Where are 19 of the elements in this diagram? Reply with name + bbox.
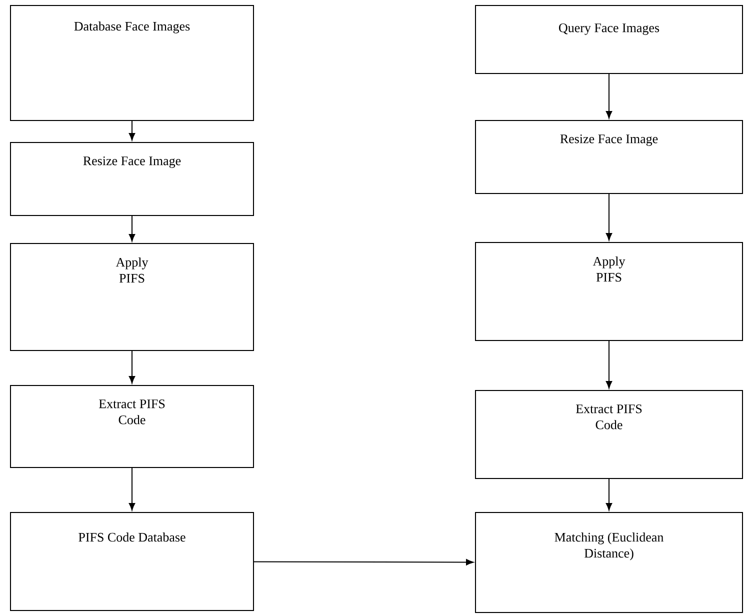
arrow: [606, 478, 612, 510]
arrow: [606, 340, 612, 388]
process-box: Database Face Images: [10, 5, 254, 121]
process-box: Resize Face Image: [10, 142, 254, 216]
arrow: [128, 468, 136, 510]
process-box: Apply PIFS: [10, 243, 254, 351]
arrow: [128, 120, 136, 140]
process-box: PIFS Code Database: [10, 512, 254, 611]
process-box: Extract PIFS Code: [475, 390, 743, 479]
process-box: Resize Face Image: [475, 120, 743, 194]
arrow: [254, 559, 474, 566]
process-box: Matching (Euclidean Distance): [475, 512, 743, 613]
arrow: [606, 194, 612, 240]
arrow: [606, 74, 612, 118]
process-box: Apply PIFS: [475, 242, 743, 341]
process-box: Extract PIFS Code: [10, 385, 254, 468]
arrow: [128, 216, 136, 242]
process-box: Query Face Images: [475, 5, 743, 74]
arrow: [128, 350, 136, 384]
